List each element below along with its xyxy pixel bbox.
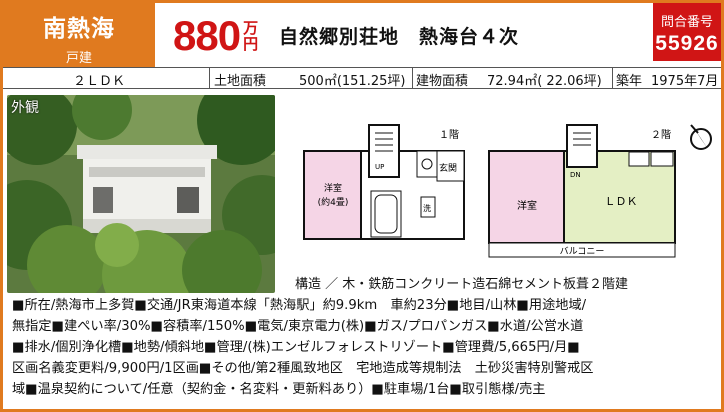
divider — [412, 68, 413, 88]
land-area-label: 土地面積 — [214, 74, 267, 89]
floor-1-label: １階 — [439, 129, 459, 141]
description: ■所在/熱海市上多賀■交通/JR東海道本線「熱海駅」約9.9km 車約23分■地… — [12, 295, 720, 400]
built-year-label: 築年 — [616, 74, 643, 89]
price-unit-yen: 円 — [243, 35, 259, 53]
price-unit-man: 万 — [243, 19, 259, 37]
description-line: 域■温泉契約について/任意（契約金・名変料・更新料あり）■駐車場/1台■取引態様… — [12, 382, 546, 397]
balcony-label: バルコニー — [560, 246, 605, 257]
western-room-2-label: 洋室 — [517, 199, 537, 212]
floor-plan-drawing: UP 玄関 洗 洋室 (約4畳) １階 — [303, 124, 712, 258]
entrance-label: 玄関 — [439, 162, 457, 174]
built-year-value: 1975年7月 — [651, 74, 719, 89]
land-area-value: 500㎡(151.25坪) — [299, 74, 406, 89]
western-room-2 — [490, 152, 564, 242]
property-title: 自然郷別荘地 熱海台４次 — [279, 26, 520, 48]
stairs-down-label: DN — [570, 171, 581, 179]
area-name: 南熱海 — [43, 16, 115, 42]
price-unit: 万 円 — [243, 20, 258, 52]
spec-row: ２ＬＤＫ 土地面積 500㎡(151.25坪) 建物面積 72.94㎡( 22.… — [3, 67, 721, 89]
stairs-floor2 — [566, 124, 598, 168]
inquiry-label: 問合番号 — [660, 15, 713, 30]
ldk-label: ＬＤＫ — [605, 195, 638, 208]
western-room-1-label: 洋室 — [324, 182, 342, 194]
stairs-up-label: UP — [375, 163, 384, 171]
north-arrow-icon — [690, 124, 712, 150]
exterior-photo-illustration — [7, 95, 275, 293]
layout-value: ２ＬＤＫ — [73, 74, 126, 89]
western-room-1-size: (約4畳) — [318, 196, 349, 208]
property-type: 戸建 — [65, 51, 92, 66]
washroom-label: 洗 — [423, 203, 431, 213]
floor-plan: UP 玄関 洗 洋室 (約4畳) １階 — [289, 95, 724, 271]
photo-label: 外観 — [11, 100, 39, 116]
western-room-1 — [305, 152, 361, 238]
area-block: 南熱海 戸建 — [3, 3, 155, 67]
structure-text: 構造 ／ 木・鉄筋コンクリート造石綿セメント板葺２階建 — [295, 277, 629, 292]
description-line: ■所在/熱海市上多賀■交通/JR東海道本線「熱海駅」約9.9km 車約23分■地… — [12, 298, 587, 313]
divider — [612, 68, 613, 88]
description-line: 無指定■建ぺい率/30%■容積率/150%■電気/東京電力(株)■ガス/プロパン… — [12, 319, 584, 334]
floor-1-plan: UP 玄関 洗 洋室 (約4畳) １階 — [303, 124, 465, 240]
floor-2-plan: DN バルコニー 洋室 ＬＤＫ ２階 — [488, 124, 676, 258]
inquiry-box: 問合番号 55926 — [653, 3, 721, 61]
divider — [209, 68, 210, 88]
description-line: ■排水/個別浄化槽■地勢/傾斜地■管理/(株)エンゼルフォレストリゾート■管理費… — [12, 340, 580, 355]
description-line: 区画名義変更料/9,900円/1区画■その他/第2種風致地区 宅地造成等規制法 … — [12, 361, 594, 376]
inquiry-number: 55926 — [655, 32, 719, 55]
building-area-label: 建物面積 — [416, 74, 469, 89]
floor-2-label: ２階 — [651, 129, 671, 141]
price-value: 880 — [173, 12, 241, 59]
price: 880 万 円 — [173, 13, 258, 59]
building-area-value: 72.94㎡( 22.06坪) — [487, 74, 602, 89]
exterior-photo: 外観 — [7, 95, 275, 293]
